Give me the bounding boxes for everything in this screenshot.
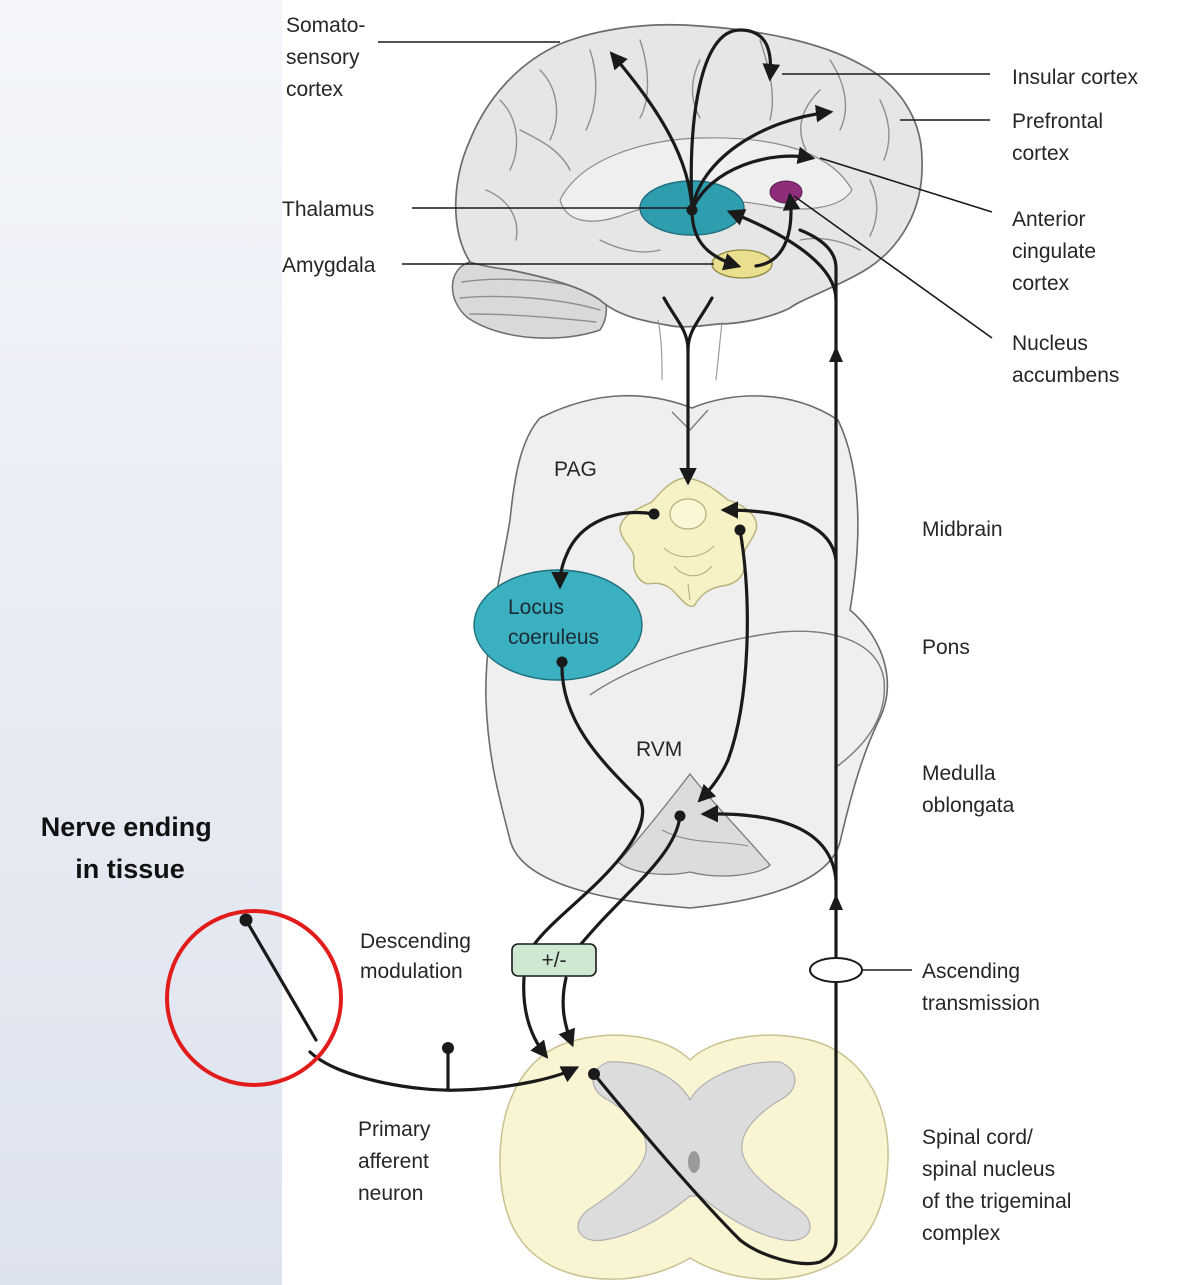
callout-nerve-ending: Nerve ending in tissue — [41, 812, 220, 884]
label-spinal-cord: Spinal cord/ spinal nucleus of the trige… — [922, 1126, 1077, 1245]
label-rvm: RVM — [636, 738, 682, 761]
label-pag: PAG — [554, 458, 597, 481]
afferent-branch-terminal — [442, 1042, 454, 1054]
brain-stem-connector — [658, 320, 722, 380]
nerve-ending-terminal — [240, 914, 253, 927]
label-thalamus: Thalamus — [282, 198, 374, 221]
dorsal-horn-synapse — [588, 1068, 600, 1080]
ascending-arrow-upper — [829, 346, 843, 362]
label-nucleus-accumbens: Nucleus accumbens — [1012, 332, 1119, 387]
pag-aqueduct — [670, 499, 706, 529]
nerve-ending-highlight-ring — [167, 911, 341, 1085]
label-anterior-cingulate: Anterior cingulate cortex — [1012, 208, 1102, 295]
ascending-transmission-marker — [810, 958, 862, 982]
label-descending-modulation: Descending modulation — [360, 930, 477, 983]
label-primary-afferent: Primary afferent neuron — [358, 1118, 436, 1205]
nucleus-accumbens-region — [770, 181, 802, 203]
label-medulla: Medulla oblongata — [922, 762, 1015, 817]
label-insular-cortex: Insular cortex — [1012, 66, 1139, 89]
label-pons: Pons — [922, 636, 970, 659]
label-midbrain: Midbrain — [922, 518, 1003, 541]
nerve-ending-fiber — [246, 920, 316, 1040]
label-ascending-transmission: Ascending transmission — [922, 960, 1040, 1015]
modulation-arrow-right — [563, 978, 572, 1044]
modulation-sign: +/- — [541, 949, 566, 972]
central-canal — [688, 1151, 700, 1173]
label-somatosensory: Somato- sensory cortex — [286, 14, 371, 101]
label-amygdala: Amygdala — [282, 254, 376, 277]
ascending-arrow-lower — [829, 894, 843, 910]
label-prefrontal-cortex: Prefrontal cortex — [1012, 110, 1109, 165]
modulation-arrow-left — [524, 978, 546, 1056]
